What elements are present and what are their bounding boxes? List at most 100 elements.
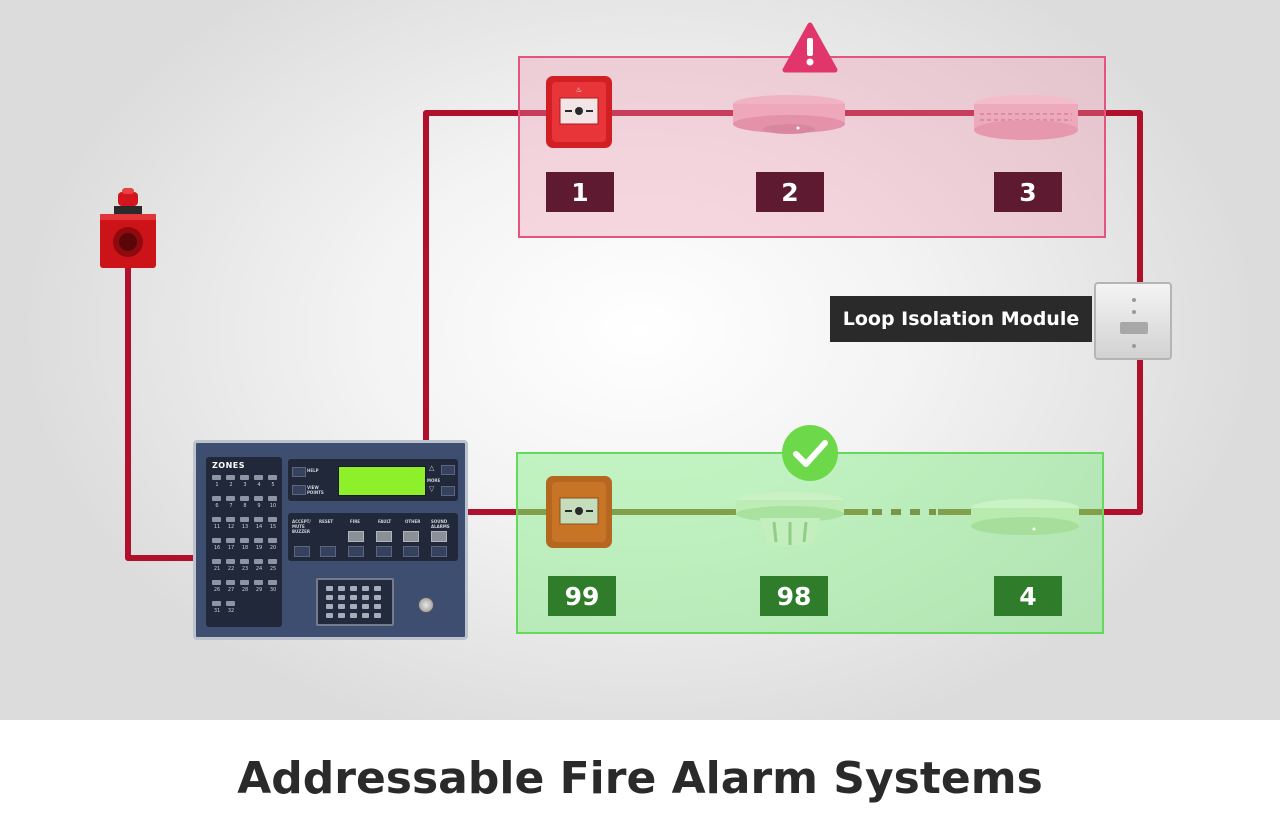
- zone-number: 7: [229, 503, 233, 509]
- device-address-badge: 3: [994, 172, 1062, 212]
- key-switch-icon[interactable]: [418, 597, 434, 613]
- heat-detector-98: [734, 490, 846, 554]
- sound-alarms-label: SOUND ALARMS: [431, 519, 450, 529]
- zone-led: [268, 559, 277, 564]
- keypad-key[interactable]: [338, 595, 345, 600]
- keypad-key[interactable]: [326, 604, 333, 609]
- scroll-down-icon[interactable]: ▽: [429, 485, 435, 493]
- zone-number: 5: [271, 482, 275, 488]
- keypad-key[interactable]: [374, 586, 381, 591]
- zone-number: 9: [257, 503, 261, 509]
- device-address-badge: 99: [548, 576, 616, 616]
- diagram-stage: ♨ 1 2 3 Loop Isolation Module: [0, 0, 1280, 720]
- zone-number: 21: [213, 566, 221, 572]
- keypad-key[interactable]: [338, 613, 345, 618]
- scroll-up-button[interactable]: [441, 465, 455, 475]
- fire-led: [348, 531, 364, 542]
- keypad-key[interactable]: [350, 613, 357, 618]
- zone-led: [212, 580, 221, 585]
- keypad-key[interactable]: [338, 604, 345, 609]
- fault-led: [376, 531, 392, 542]
- smoke-detector-3: [968, 92, 1084, 148]
- zone-led: [226, 538, 235, 543]
- view-points-button[interactable]: [292, 485, 306, 495]
- keypad[interactable]: [316, 578, 394, 626]
- keypad-key[interactable]: [362, 604, 369, 609]
- reset-label: RESET: [319, 519, 334, 524]
- zone-number: 19: [255, 545, 263, 551]
- warning-triangle-icon: [782, 22, 838, 74]
- zone-number: 3: [243, 482, 247, 488]
- zone-led: [212, 475, 221, 480]
- zone-number: 27: [227, 587, 235, 593]
- zone-led: [254, 538, 263, 543]
- zone-number: 29: [255, 587, 263, 593]
- zone-number: 30: [269, 587, 277, 593]
- fire-label: FIRE: [350, 519, 361, 524]
- fire-button[interactable]: [348, 546, 364, 557]
- fault-button[interactable]: [376, 546, 392, 557]
- check-circle-icon: [781, 424, 839, 482]
- scroll-up-icon[interactable]: △: [429, 464, 435, 472]
- zone-number: 26: [213, 587, 221, 593]
- zone-number: 14: [255, 524, 263, 530]
- zone-led: [254, 475, 263, 480]
- zone-number: 31: [213, 608, 221, 614]
- more-label: MORE: [427, 478, 441, 483]
- zone-led: [226, 559, 235, 564]
- display-section: HELP VIEW POINTS △ MORE ▽: [288, 459, 458, 501]
- manual-call-point-1: ♨: [544, 74, 614, 150]
- zone-led: [226, 580, 235, 585]
- keypad-key[interactable]: [350, 604, 357, 609]
- keypad-key[interactable]: [362, 595, 369, 600]
- keypad-key[interactable]: [362, 613, 369, 618]
- sounder-beacon: [98, 186, 158, 270]
- keypad-key[interactable]: [362, 586, 369, 591]
- zone-number: 2: [229, 482, 233, 488]
- other-button[interactable]: [403, 546, 419, 557]
- other-label: OTHER: [405, 519, 421, 524]
- device-address-badge: 98: [760, 576, 828, 616]
- zone-number: 6: [215, 503, 219, 509]
- zones-title: ZONES: [212, 461, 246, 470]
- fault-label: FAULT: [378, 519, 392, 524]
- zone-led: [226, 496, 235, 501]
- keypad-key[interactable]: [374, 613, 381, 618]
- loop-isolation-module: [1094, 282, 1172, 360]
- zone-led: [240, 559, 249, 564]
- accept-mute-label: ACCEPT/ MUTE BUZZER: [292, 519, 311, 534]
- zone-number: 11: [213, 524, 221, 530]
- zone-led: [268, 475, 277, 480]
- sound-alarms-button[interactable]: [431, 546, 447, 557]
- zone-number: 16: [213, 545, 221, 551]
- sounder-wire: [125, 268, 195, 561]
- keypad-key[interactable]: [350, 586, 357, 591]
- other-led: [403, 531, 419, 542]
- zone-led: [226, 517, 235, 522]
- zone-number: 12: [227, 524, 235, 530]
- zone-number: 24: [255, 566, 263, 572]
- page-title: Addressable Fire Alarm Systems: [0, 720, 1280, 836]
- keypad-key[interactable]: [338, 586, 345, 591]
- zone-number: 10: [269, 503, 277, 509]
- keypad-key[interactable]: [326, 613, 333, 618]
- svg-text:♨: ♨: [576, 86, 582, 94]
- loop-isolation-module-label: Loop Isolation Module: [830, 296, 1092, 342]
- lcd-screen: [338, 466, 426, 496]
- zone-number: 28: [241, 587, 249, 593]
- accept-mute-button[interactable]: [294, 546, 310, 557]
- zone-led: [254, 580, 263, 585]
- loop-wire-right: [1104, 358, 1143, 515]
- scroll-down-button[interactable]: [441, 486, 455, 496]
- keypad-key[interactable]: [374, 595, 381, 600]
- reset-button[interactable]: [320, 546, 336, 557]
- help-button[interactable]: [292, 467, 306, 477]
- keypad-key[interactable]: [374, 604, 381, 609]
- keypad-key[interactable]: [326, 595, 333, 600]
- zone-led: [240, 517, 249, 522]
- keypad-key[interactable]: [350, 595, 357, 600]
- zone-led: [268, 496, 277, 501]
- zone-number: 23: [241, 566, 249, 572]
- keypad-key[interactable]: [326, 586, 333, 591]
